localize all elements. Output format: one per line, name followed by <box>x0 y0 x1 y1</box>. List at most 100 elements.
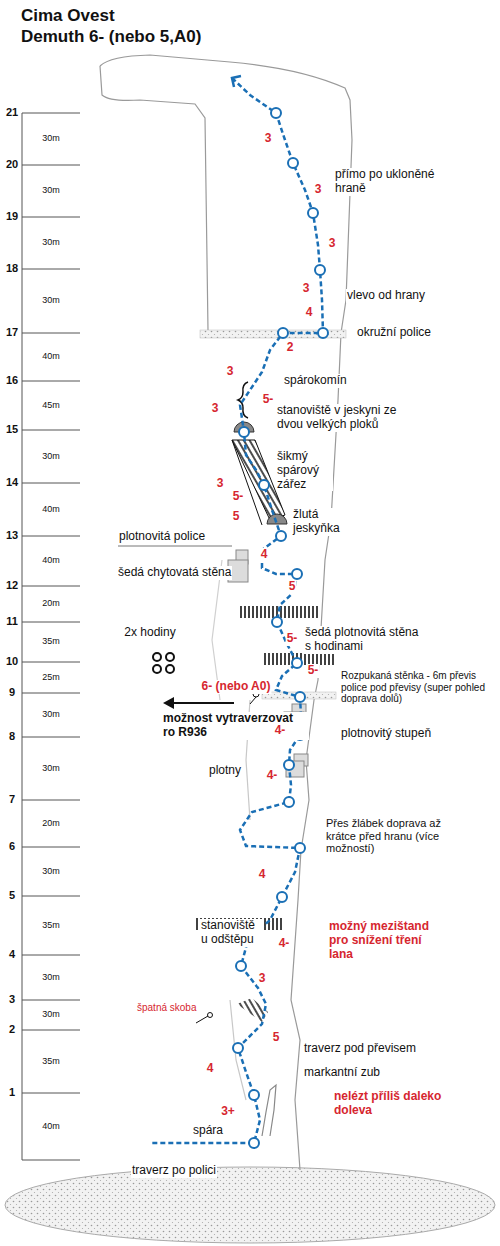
pitch-length: 35m <box>41 636 61 646</box>
overhang-bar <box>196 606 336 1022</box>
pitch-length: 30m <box>41 972 61 982</box>
scale-bar <box>22 113 80 1160</box>
route-note: plotny <box>208 764 242 778</box>
pitch-number: 15 <box>5 423 19 436</box>
belay-station <box>271 108 281 118</box>
wall-outline <box>100 55 352 1170</box>
grade-label: 5- <box>286 632 299 646</box>
route-arrowhead <box>232 76 241 87</box>
route-note: možnost vytraverzovat ro R936 <box>162 712 309 740</box>
grade-label: 4 <box>305 306 314 320</box>
leader-line <box>118 546 232 547</box>
route-note: Rozpukaná stěnka - 6m převis police pod … <box>340 670 497 705</box>
pitch-number: 7 <box>8 793 16 806</box>
belay-station <box>295 843 305 853</box>
grade-label: 5- <box>232 490 245 504</box>
belay-station <box>284 797 294 807</box>
pitch-length: 30m <box>41 866 61 876</box>
belay-station <box>233 1043 243 1053</box>
route-note: nelézt příliš daleko doleva <box>333 1090 445 1118</box>
grade-label: 3 <box>314 183 323 197</box>
grade-label: 4- <box>274 724 287 738</box>
belay-station <box>292 569 302 579</box>
route-subtitle: Demuth 6- (nebo 5,A0) <box>20 27 202 47</box>
pitch-number: 10 <box>5 655 19 668</box>
thread-symbol <box>153 665 161 673</box>
grade-label: 3 <box>258 972 267 986</box>
pitch-number: 1 <box>8 1086 16 1099</box>
pitch-number: 18 <box>5 262 19 275</box>
grade-label: 5 <box>288 580 297 594</box>
belay-station <box>315 265 325 275</box>
grade-label: 5- <box>262 393 275 407</box>
pitch-number: 14 <box>5 476 19 489</box>
grade-label: 4 <box>258 868 267 882</box>
pitch-length: 40m <box>41 351 61 361</box>
piton-symbol <box>196 1013 213 1024</box>
pitch-number: 9 <box>8 686 16 699</box>
pitch-length: 30m <box>41 237 61 247</box>
belay-station <box>277 892 287 902</box>
thread-symbol <box>166 653 174 661</box>
pitch-length: 30m <box>41 295 61 305</box>
thread-symbol <box>153 653 161 661</box>
pitch-length: 40m <box>41 1121 61 1131</box>
route-note: 2x hodiny <box>123 626 176 640</box>
grade-label: 4- <box>266 769 279 783</box>
grade-label: 2 <box>286 341 295 355</box>
pitch-length: 30m <box>41 1009 61 1019</box>
belay-station <box>308 208 318 218</box>
pitch-length: 30m <box>41 133 61 143</box>
thread-symbol <box>250 697 256 704</box>
route-note: možný mezištand pro snížení tření lana <box>328 920 444 961</box>
belay-station <box>288 158 298 168</box>
belay-station <box>236 961 246 971</box>
pitch-number: 6 <box>8 840 16 853</box>
piton-symbol <box>196 1016 208 1023</box>
pitch-length: 20m <box>41 818 61 828</box>
pitch-number: 21 <box>5 106 19 119</box>
grade-label: 3 <box>264 132 273 146</box>
grade-label: 4 <box>260 548 269 562</box>
route-note: spárokomín <box>283 374 348 388</box>
ground-ellipse <box>5 1167 495 1243</box>
pitch-number: 17 <box>5 326 19 339</box>
grade-label: 6- (nebo A0) <box>201 680 272 694</box>
pitch-length: 35m <box>41 1056 61 1066</box>
route-note: stanoviště u odštěpu <box>200 919 264 947</box>
belay-station <box>259 480 269 490</box>
pitch-length: 30m <box>41 185 61 195</box>
traverse-arrow <box>163 697 234 709</box>
belay-station <box>284 760 294 770</box>
wall-outline <box>100 55 352 1170</box>
pitch-length: 30m <box>41 451 61 461</box>
wall-outline <box>230 1000 246 1100</box>
pitch-number: 12 <box>5 579 19 592</box>
grade-label: 5 <box>272 1031 281 1045</box>
pitch-number: 2 <box>8 1023 16 1036</box>
route-note: šikmý spárový zářez <box>276 450 333 491</box>
wall-outline <box>262 1085 276 1136</box>
route-note: špatná skoba <box>136 1002 198 1014</box>
thread-symbol <box>153 653 259 704</box>
piton-symbol <box>208 1013 213 1018</box>
grade-label: 3 <box>328 237 337 251</box>
grade-label: 3+ <box>220 1105 236 1119</box>
pitch-number: 8 <box>8 730 16 743</box>
pitch-number: 11 <box>5 615 19 628</box>
route-note: plotnovitý stupeň <box>340 727 432 741</box>
wall-outline <box>212 560 222 700</box>
grade-label: 3 <box>302 282 311 296</box>
thread-symbol <box>166 665 174 673</box>
route-note: traverz pod převisem <box>303 1042 417 1056</box>
belay-station <box>318 328 328 338</box>
pitch-length: 40m <box>41 555 61 565</box>
pitch-number: 16 <box>5 374 19 387</box>
pitch-length: 30m <box>41 709 61 719</box>
traverse-arrow <box>163 697 174 709</box>
grade-label: 3 <box>216 477 225 491</box>
route-note: přímo po ukloněné hraně <box>334 168 436 196</box>
diagram-title: Cima Ovest <box>20 6 116 26</box>
pitch-length: 45m <box>41 400 61 410</box>
